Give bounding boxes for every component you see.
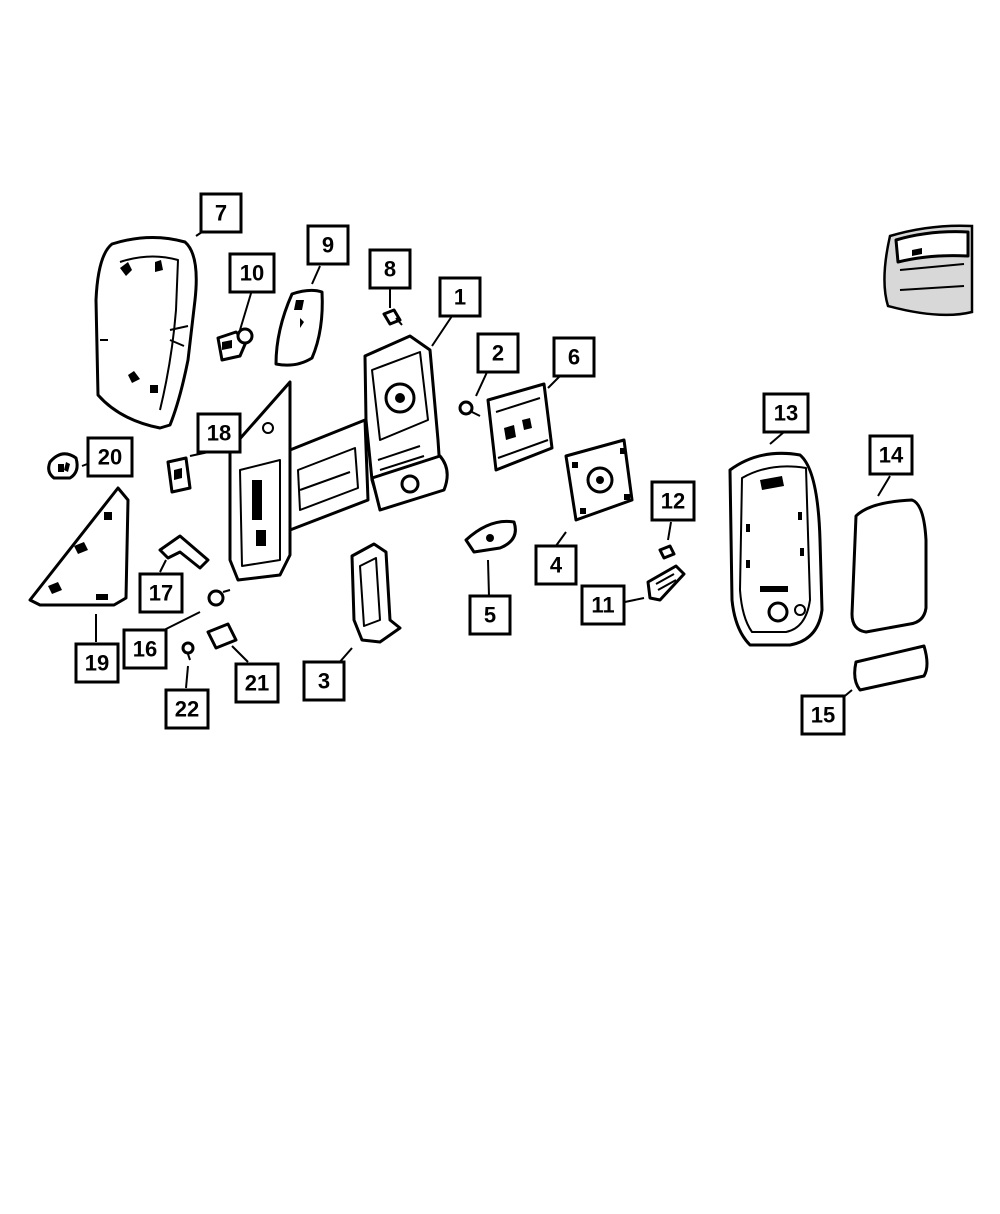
callout-13: 13 bbox=[762, 392, 810, 434]
callout-2: 2 bbox=[476, 332, 520, 374]
callout-12: 12 bbox=[650, 480, 696, 522]
part-21-connector bbox=[206, 622, 238, 650]
callout-9-label: 9 bbox=[322, 233, 334, 258]
part-3-cover-strip bbox=[350, 542, 402, 644]
callout-21: 21 bbox=[234, 662, 280, 704]
callout-11-label: 11 bbox=[591, 593, 614, 618]
part-18-mirror-bracket bbox=[228, 380, 370, 582]
part-4-actuator bbox=[564, 438, 634, 522]
part-10-socket bbox=[216, 327, 254, 362]
callout-8-label: 8 bbox=[384, 257, 396, 282]
callout-13-label: 13 bbox=[774, 401, 798, 426]
callout-5: 5 bbox=[468, 594, 512, 636]
callout-3: 3 bbox=[302, 660, 346, 702]
callout-15: 15 bbox=[800, 694, 846, 736]
callout-7-label: 7 bbox=[215, 201, 227, 226]
part-15-lower-glass bbox=[853, 644, 929, 692]
callout-19: 19 bbox=[74, 642, 120, 684]
callout-17-label: 17 bbox=[149, 581, 173, 606]
part-20-clip bbox=[47, 452, 79, 480]
callout-22: 22 bbox=[164, 688, 210, 730]
part-19-sail-panel bbox=[28, 486, 130, 607]
callout-3-label: 3 bbox=[318, 669, 330, 694]
callout-6-label: 6 bbox=[568, 345, 580, 370]
part-11-light bbox=[646, 564, 686, 602]
part-8-screw bbox=[382, 308, 403, 326]
callout-14-label: 14 bbox=[879, 443, 904, 468]
callout-14: 14 bbox=[868, 434, 914, 476]
callout-6: 6 bbox=[552, 336, 596, 378]
callout-1: 1 bbox=[438, 276, 482, 318]
callout-9: 9 bbox=[306, 224, 350, 266]
callout-17: 17 bbox=[138, 572, 184, 614]
callout-8: 8 bbox=[368, 248, 412, 290]
part-22-screw bbox=[181, 641, 195, 661]
callout-22-label: 22 bbox=[175, 697, 199, 722]
callout-10: 10 bbox=[228, 252, 276, 294]
callout-18: 18 bbox=[196, 412, 242, 454]
callout-15-label: 15 bbox=[811, 703, 835, 728]
part-12-screw bbox=[658, 544, 676, 560]
part-14-mirror-glass bbox=[850, 498, 928, 634]
callout-19-label: 19 bbox=[85, 651, 109, 676]
part-13-mirror-housing bbox=[728, 451, 824, 647]
part-7-mirror-cover bbox=[94, 235, 198, 430]
callout-20: 20 bbox=[86, 436, 134, 478]
callout-10-label: 10 bbox=[240, 261, 264, 286]
callout-11: 11 bbox=[580, 584, 626, 626]
callout-12-label: 12 bbox=[661, 489, 685, 514]
part-16-nut bbox=[207, 589, 231, 607]
part-6-backing-plate bbox=[486, 382, 554, 472]
vehicle-location-icon bbox=[883, 224, 974, 317]
callout-4-label: 4 bbox=[550, 553, 563, 578]
part-2-screw bbox=[458, 400, 481, 417]
part-1-mirror-arm-assembly bbox=[363, 334, 449, 512]
callout-1-label: 1 bbox=[454, 285, 466, 310]
part-18-switch bbox=[166, 456, 192, 494]
part-9-lens bbox=[274, 288, 324, 367]
callout-5-label: 5 bbox=[484, 603, 496, 628]
callout-7: 7 bbox=[199, 192, 243, 234]
callout-16: 16 bbox=[122, 628, 168, 670]
part-17-bracket bbox=[158, 534, 210, 570]
callout-4: 4 bbox=[534, 544, 578, 586]
callout-21-label: 21 bbox=[245, 671, 269, 696]
part-5-lamp bbox=[464, 519, 517, 554]
callout-16-label: 16 bbox=[133, 637, 157, 662]
callout-2-label: 2 bbox=[492, 341, 504, 366]
callout-20-label: 20 bbox=[98, 445, 122, 470]
callout-18-label: 18 bbox=[207, 421, 231, 446]
